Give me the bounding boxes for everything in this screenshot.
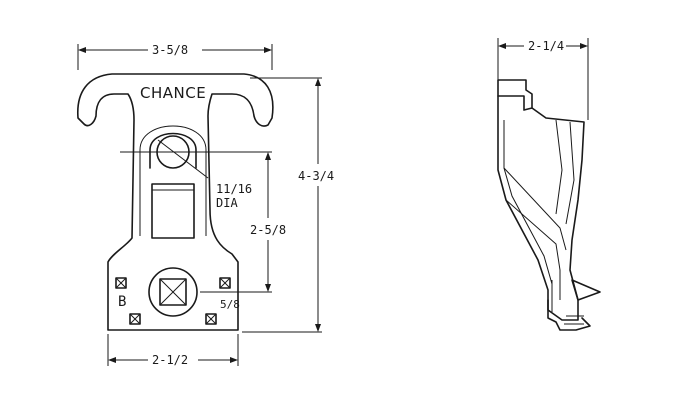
corner-mark-upper-left bbox=[115, 277, 127, 289]
brand-label: CHANCE bbox=[140, 84, 206, 102]
side-jaw-slot bbox=[551, 280, 584, 325]
upper-slot-outline bbox=[149, 132, 197, 169]
dim-height: 4-3/4 bbox=[242, 77, 334, 333]
side-inner-line-4 bbox=[565, 121, 575, 225]
corner-mark-lower-left bbox=[129, 313, 141, 325]
dim-base-width-label: 2-1/2 bbox=[152, 353, 188, 367]
hole-dia-unit: DIA bbox=[216, 196, 238, 210]
inner-web-outline bbox=[139, 125, 207, 236]
middle-recess bbox=[151, 183, 195, 239]
dim-hole-spacing: 2-5/8 bbox=[120, 151, 286, 293]
dim-side-width-label: 2-1/4 bbox=[528, 39, 564, 53]
hole-diameter-callout: 11/16 DIA bbox=[216, 182, 252, 210]
side-inner-line-5 bbox=[555, 119, 563, 215]
side-inner-line-2 bbox=[503, 167, 567, 251]
front-view: CHANCE B 5/8 3-5/8 4-3/4 bbox=[77, 43, 334, 367]
lower-boss-x2 bbox=[159, 278, 187, 306]
dim-top-width: 3-5/8 bbox=[77, 43, 273, 70]
hole-dia-value: 11/16 bbox=[216, 182, 252, 196]
lower-boss bbox=[148, 267, 198, 317]
dim-top-width-label: 3-5/8 bbox=[152, 43, 188, 57]
hook-bar-outline bbox=[77, 73, 274, 331]
mark-right: 5/8 bbox=[220, 298, 240, 311]
corner-mark-upper-right bbox=[219, 277, 231, 289]
dim-height-label: 4-3/4 bbox=[298, 169, 334, 183]
dim-side-width: 2-1/4 bbox=[497, 38, 589, 120]
side-jaw-arrow bbox=[571, 279, 601, 301]
lower-boss-square bbox=[159, 278, 187, 306]
dim-base-width: 2-1/2 bbox=[107, 334, 239, 367]
side-inner-line-1 bbox=[503, 120, 553, 285]
side-jaw-lower bbox=[547, 299, 591, 331]
side-inner-line-3 bbox=[505, 199, 561, 300]
dim-hole-spacing-label: 2-5/8 bbox=[250, 223, 286, 237]
mark-left: B bbox=[118, 294, 126, 310]
side-body-outline bbox=[497, 95, 585, 321]
upper-hole-leader bbox=[157, 139, 209, 179]
corner-mark-lower-right bbox=[205, 313, 217, 325]
side-view: 2-1/4 bbox=[497, 38, 601, 331]
side-top-tab bbox=[497, 79, 533, 111]
